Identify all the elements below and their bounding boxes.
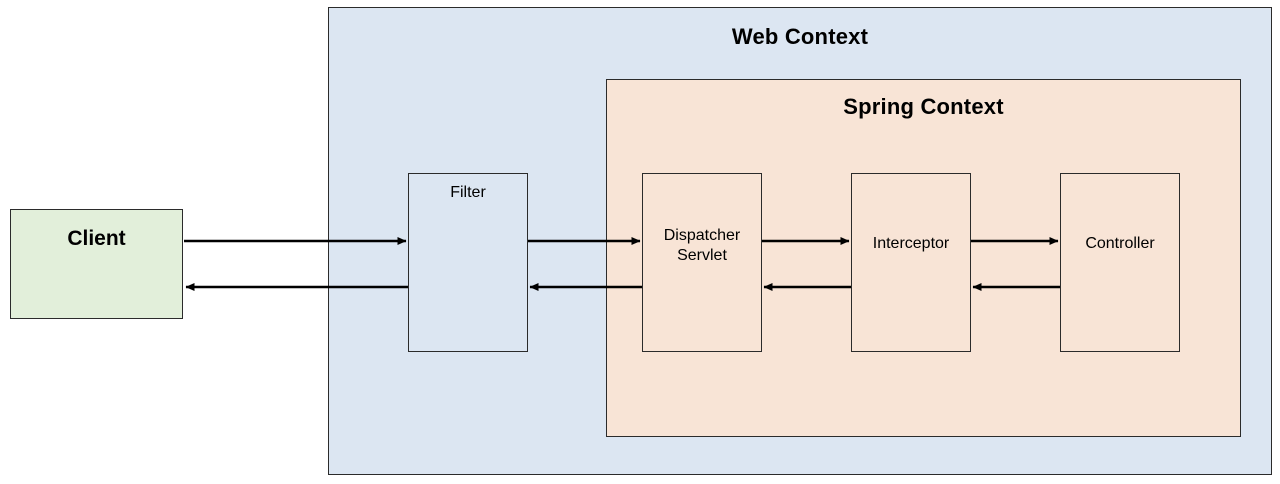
interceptor-node-label: Interceptor	[872, 235, 950, 252]
spring-context-title: Spring Context	[843, 94, 1004, 119]
controller-node-label: Controller	[1085, 235, 1155, 252]
client-node[interactable]: Client	[10, 209, 183, 319]
filter-node-label: Filter	[450, 184, 486, 201]
controller-node[interactable]: Controller	[1060, 173, 1180, 352]
dispatcher-servlet-node-label: Dispatcher Servlet	[663, 227, 741, 264]
interceptor-node[interactable]: Interceptor	[851, 173, 971, 352]
web-context-title: Web Context	[731, 24, 869, 49]
dispatcher-servlet-node[interactable]: Dispatcher Servlet	[642, 173, 762, 352]
filter-node[interactable]: Filter	[408, 173, 528, 352]
client-node-label: Client	[67, 227, 126, 250]
